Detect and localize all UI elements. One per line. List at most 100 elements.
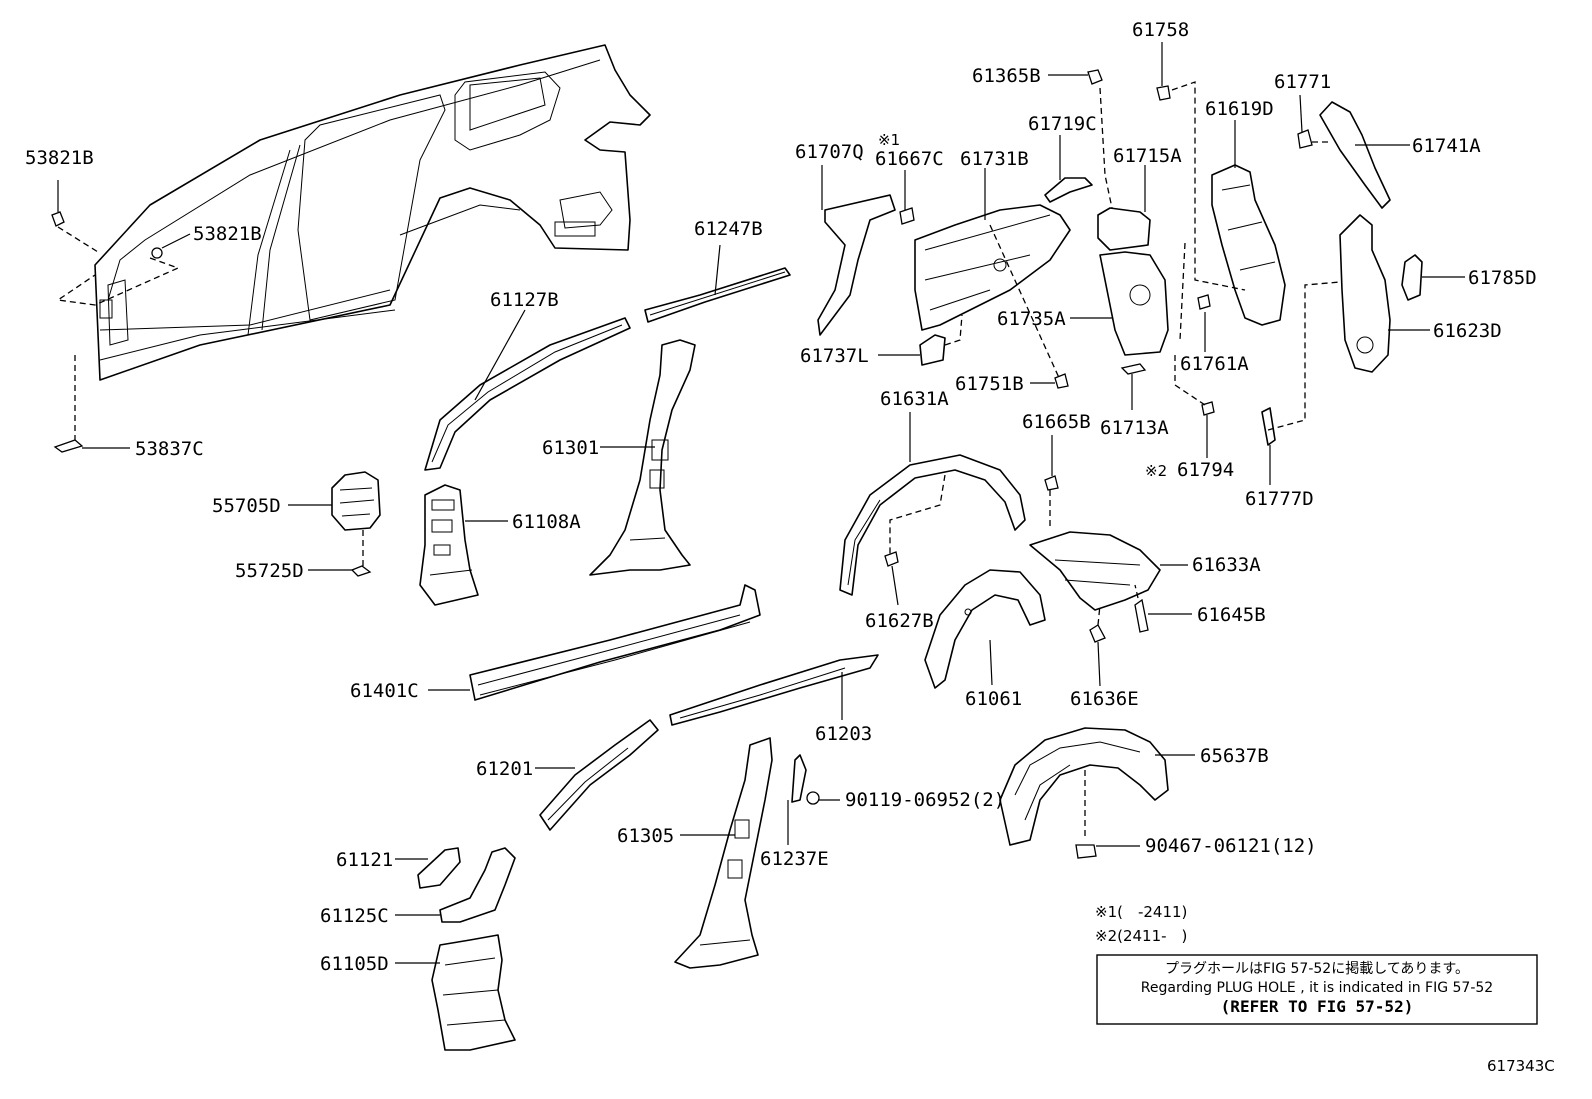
label-61667C[interactable]: 61667C xyxy=(875,148,944,170)
label-61794[interactable]: 61794 xyxy=(1177,459,1234,481)
label-61203[interactable]: 61203 xyxy=(815,723,872,745)
label-61645B[interactable]: 61645B xyxy=(1197,604,1266,626)
part-61667C[interactable] xyxy=(899,207,915,225)
label-61121[interactable]: 61121 xyxy=(336,849,393,871)
part-61665B[interactable] xyxy=(1044,475,1059,491)
clip-53821B[interactable] xyxy=(151,247,163,259)
part-61794[interactable] xyxy=(1201,401,1215,416)
label-61719C[interactable]: 61719C xyxy=(1028,113,1097,135)
footnote-1: ※1( -2411) xyxy=(1095,903,1187,921)
part-61121[interactable] xyxy=(417,847,461,889)
part-61365B[interactable] xyxy=(1087,69,1103,85)
part-61125C[interactable] xyxy=(439,847,516,923)
label-61237E[interactable]: 61237E xyxy=(760,848,829,870)
label-61735A[interactable]: 61735A xyxy=(997,308,1066,330)
part-61401C[interactable] xyxy=(469,584,761,701)
bolt-90119[interactable] xyxy=(806,791,820,805)
part-61719C[interactable] xyxy=(1044,177,1093,203)
part-61715A[interactable] xyxy=(1097,207,1151,251)
part-61707Q[interactable] xyxy=(817,194,896,336)
label-61631A[interactable]: 61631A xyxy=(880,388,949,410)
part-61619D[interactable] xyxy=(1211,164,1286,326)
label-61785D[interactable]: 61785D xyxy=(1468,267,1537,289)
part-61247B[interactable] xyxy=(644,267,791,323)
label-61627B[interactable]: 61627B xyxy=(865,610,934,632)
part-61777D[interactable] xyxy=(1261,407,1276,446)
label-61713A[interactable]: 61713A xyxy=(1100,417,1169,439)
label-53837C[interactable]: 53837C xyxy=(135,438,204,460)
label-61636E[interactable]: 61636E xyxy=(1070,688,1139,710)
part-61631A[interactable] xyxy=(839,454,1026,596)
body-side-outer-panel[interactable] xyxy=(94,44,651,381)
label-61715A[interactable]: 61715A xyxy=(1113,145,1182,167)
label-55705D[interactable]: 55705D xyxy=(212,495,281,517)
footnotes: ※1( -2411) ※2(2411- ) xyxy=(1095,903,1187,945)
reference-note-refer: (REFER TO FIG 57-52) xyxy=(1221,997,1414,1016)
part-61771[interactable] xyxy=(1297,129,1313,149)
part-61127B[interactable] xyxy=(424,317,631,471)
label-61731B[interactable]: 61731B xyxy=(960,148,1029,170)
label-61761A[interactable]: 61761A xyxy=(1180,353,1249,375)
part-61636E[interactable] xyxy=(1089,624,1106,643)
part-61737L[interactable] xyxy=(919,334,946,366)
label-61201[interactable]: 61201 xyxy=(476,758,533,780)
label-61108A[interactable]: 61108A xyxy=(512,511,581,533)
label-61777D[interactable]: 61777D xyxy=(1245,488,1314,510)
part-61203[interactable] xyxy=(669,654,879,726)
part-65637B[interactable] xyxy=(999,727,1169,846)
mark-1: ※1 xyxy=(878,131,900,149)
label-61365B[interactable]: 61365B xyxy=(972,65,1041,87)
label-61305[interactable]: 61305 xyxy=(617,825,674,847)
part-61201[interactable] xyxy=(539,719,659,831)
part-61751B[interactable] xyxy=(1054,373,1069,389)
part-61761A[interactable] xyxy=(1197,294,1211,310)
part-61645B[interactable] xyxy=(1134,598,1149,633)
label-61741A[interactable]: 61741A xyxy=(1412,135,1481,157)
label-61125C[interactable]: 61125C xyxy=(320,905,389,927)
label-53821B-top[interactable]: 53821B xyxy=(25,147,94,169)
part-61758[interactable] xyxy=(1156,85,1171,101)
label-90119[interactable]: 90119-06952(2) xyxy=(845,789,1005,811)
part-61735A[interactable] xyxy=(1099,251,1169,356)
part-61108A[interactable] xyxy=(419,484,479,606)
part-61627B[interactable] xyxy=(884,551,899,567)
part-61305[interactable] xyxy=(674,737,773,969)
label-61771[interactable]: 61771 xyxy=(1274,71,1331,93)
clip-53837C[interactable] xyxy=(53,439,84,453)
label-53821B[interactable]: 53821B xyxy=(193,223,262,245)
leader-lines xyxy=(57,42,1465,964)
label-61401C[interactable]: 61401C xyxy=(350,680,419,702)
part-61731B[interactable] xyxy=(914,204,1071,331)
clip-53821B-top[interactable] xyxy=(51,211,65,227)
part-61623D[interactable] xyxy=(1339,214,1391,373)
label-90467[interactable]: 90467-06121(12) xyxy=(1145,835,1317,857)
clip-90467[interactable] xyxy=(1075,844,1097,859)
label-61751B[interactable]: 61751B xyxy=(955,373,1024,395)
part-61061[interactable] xyxy=(924,569,1046,689)
part-61633A[interactable] xyxy=(1029,531,1161,611)
label-61061[interactable]: 61061 xyxy=(965,688,1022,710)
label-61737L[interactable]: 61737L xyxy=(800,345,869,367)
label-61758[interactable]: 61758 xyxy=(1132,19,1189,41)
label-61633A[interactable]: 61633A xyxy=(1192,554,1261,576)
label-61619D[interactable]: 61619D xyxy=(1205,98,1274,120)
part-61301[interactable] xyxy=(589,339,696,576)
label-55725D[interactable]: 55725D xyxy=(235,560,304,582)
footnote-2: ※2(2411- ) xyxy=(1095,927,1187,945)
label-65637B[interactable]: 65637B xyxy=(1200,745,1269,767)
part-55705D[interactable] xyxy=(331,471,381,531)
label-61301[interactable]: 61301 xyxy=(542,437,599,459)
label-61127B[interactable]: 61127B xyxy=(490,289,559,311)
part-61237E[interactable] xyxy=(791,754,807,803)
label-61105D[interactable]: 61105D xyxy=(320,953,389,975)
part-55725D[interactable] xyxy=(350,565,372,577)
label-61623D[interactable]: 61623D xyxy=(1433,320,1502,342)
part-61785D[interactable] xyxy=(1401,254,1423,301)
label-61665B[interactable]: 61665B xyxy=(1022,411,1091,433)
label-61247B[interactable]: 61247B xyxy=(694,218,763,240)
part-61713A[interactable] xyxy=(1120,363,1147,375)
figure-id: 617343C xyxy=(1487,1057,1555,1075)
part-61105D[interactable] xyxy=(431,934,516,1051)
label-61707Q[interactable]: 61707Q xyxy=(795,141,864,163)
part-61741A[interactable] xyxy=(1319,101,1391,209)
